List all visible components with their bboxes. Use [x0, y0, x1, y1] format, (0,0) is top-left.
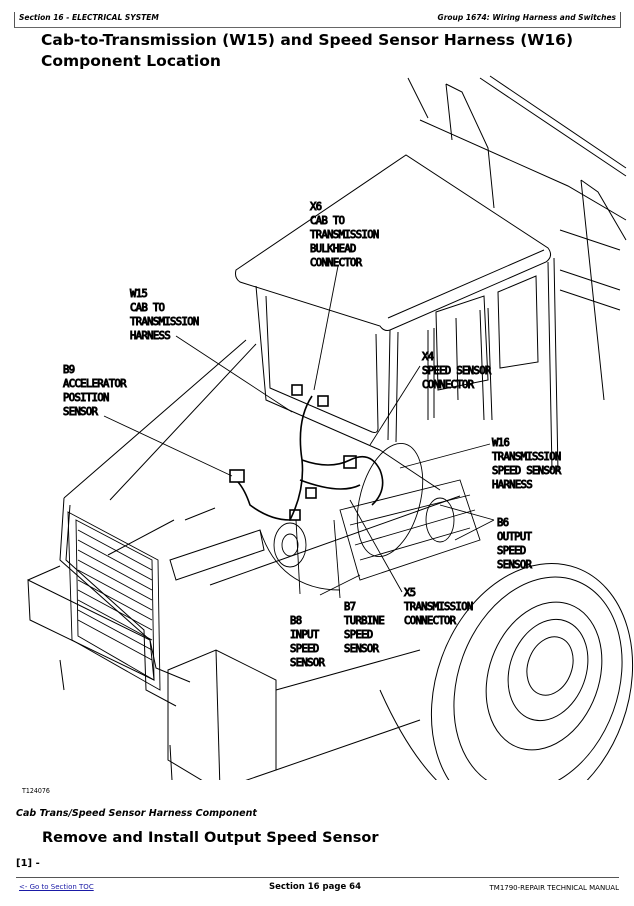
harness: [229, 384, 384, 521]
bumper: [27, 565, 421, 780]
svg-text:INPUT: INPUT: [290, 629, 320, 641]
svg-text:SENSOR: SENSOR: [344, 643, 380, 655]
figure-caption: Cab Trans/Speed Sensor Harness Component: [16, 808, 257, 819]
svg-text:W15: W15: [130, 288, 147, 300]
leader-lines: [103, 265, 495, 599]
label-x4: X4 SPEED SENSOR CONNECTOR: [422, 351, 494, 392]
svg-text:X4: X4: [422, 351, 434, 363]
svg-text:CAB TO: CAB TO: [310, 215, 345, 227]
manual-title: TM1790-REPAIR TECHNICAL MANUAL: [489, 884, 620, 892]
svg-text:TRANSMISSION: TRANSMISSION: [492, 451, 561, 463]
svg-text:ACCELERATOR: ACCELERATOR: [63, 378, 127, 390]
svg-text:B6: B6: [497, 517, 509, 529]
label-x5: X5 TRANSMISSION CONNECTOR: [404, 587, 475, 628]
page-title: Cab-to-Transmission (W15) and Speed Sens…: [41, 31, 574, 70]
svg-text:B9: B9: [63, 364, 75, 376]
step-number: [1] -: [16, 858, 40, 869]
cab: [235, 154, 559, 473]
page-header: Section 16 - ELECTRICAL SYSTEM Group 167…: [14, 12, 621, 28]
label-w15: W15 CAB TO TRANSMISSION HARNESS: [130, 288, 201, 343]
svg-text:SPEED SENSOR: SPEED SENSOR: [492, 465, 562, 477]
label-b8: B8 INPUT SPEED SENSOR: [290, 615, 327, 670]
group-label: Group 1674: Wiring Harness and Switches: [437, 13, 616, 22]
component-location-diagram: X6 CAB TO TRANSMISSION BULKHEAD CONNECTO…: [27, 75, 634, 780]
svg-text:B8: B8: [290, 615, 302, 627]
svg-text:BULKHEAD: BULKHEAD: [310, 243, 356, 255]
svg-text:SENSOR: SENSOR: [290, 657, 326, 669]
page-number: Section 16 page 64: [269, 882, 361, 892]
svg-text:CAB TO: CAB TO: [130, 302, 165, 314]
svg-text:X5: X5: [404, 587, 416, 599]
svg-text:TURBINE: TURBINE: [344, 615, 384, 627]
svg-text:HARNESS: HARNESS: [130, 330, 170, 342]
svg-text:X6: X6: [310, 201, 322, 213]
label-x6: X6 CAB TO TRANSMISSION BULKHEAD CONNECTO…: [310, 201, 381, 270]
svg-text:SPEED SENSOR: SPEED SENSOR: [422, 365, 492, 377]
svg-text:TRANSMISSION: TRANSMISSION: [404, 601, 473, 613]
dump-body: [407, 75, 627, 401]
wheel: [379, 563, 634, 780]
label-b7: B7 TURBINE SPEED SENSOR: [344, 601, 386, 656]
svg-text:TRANSMISSION: TRANSMISSION: [130, 316, 199, 328]
go-to-section-toc-link[interactable]: <- Go to Section TOC: [19, 883, 94, 891]
svg-text:SPEED: SPEED: [497, 545, 526, 557]
svg-text:HARNESS: HARNESS: [492, 479, 532, 491]
footer-divider: [16, 877, 619, 878]
svg-text:CONNECTOR: CONNECTOR: [404, 615, 457, 627]
svg-text:TRANSMISSION: TRANSMISSION: [310, 229, 379, 241]
svg-text:SPEED: SPEED: [344, 629, 373, 641]
label-w16: W16 TRANSMISSION SPEED SENSOR HARNESS: [492, 437, 564, 492]
svg-text:SPEED: SPEED: [290, 643, 319, 655]
svg-text:POSITION: POSITION: [63, 392, 109, 404]
section-label: Section 16 - ELECTRICAL SYSTEM: [19, 13, 159, 22]
svg-text:B7: B7: [344, 601, 356, 613]
svg-text:W16: W16: [492, 437, 509, 449]
transmission: [259, 442, 481, 596]
svg-text:CONNECTOR: CONNECTOR: [310, 257, 363, 269]
label-b9: B9 ACCELERATOR POSITION SENSOR: [63, 364, 129, 419]
hood: [59, 339, 461, 707]
svg-text:SENSOR: SENSOR: [497, 559, 533, 571]
section-subheading: Remove and Install Output Speed Sensor: [42, 830, 379, 846]
svg-text:OUTPUT: OUTPUT: [497, 531, 533, 543]
svg-text:CONNECTOR: CONNECTOR: [422, 379, 475, 391]
figure-id: T124076: [22, 787, 50, 795]
svg-text:SENSOR: SENSOR: [63, 406, 99, 418]
grille: [67, 511, 161, 691]
label-b6: B6 OUTPUT SPEED SENSOR: [497, 517, 534, 572]
